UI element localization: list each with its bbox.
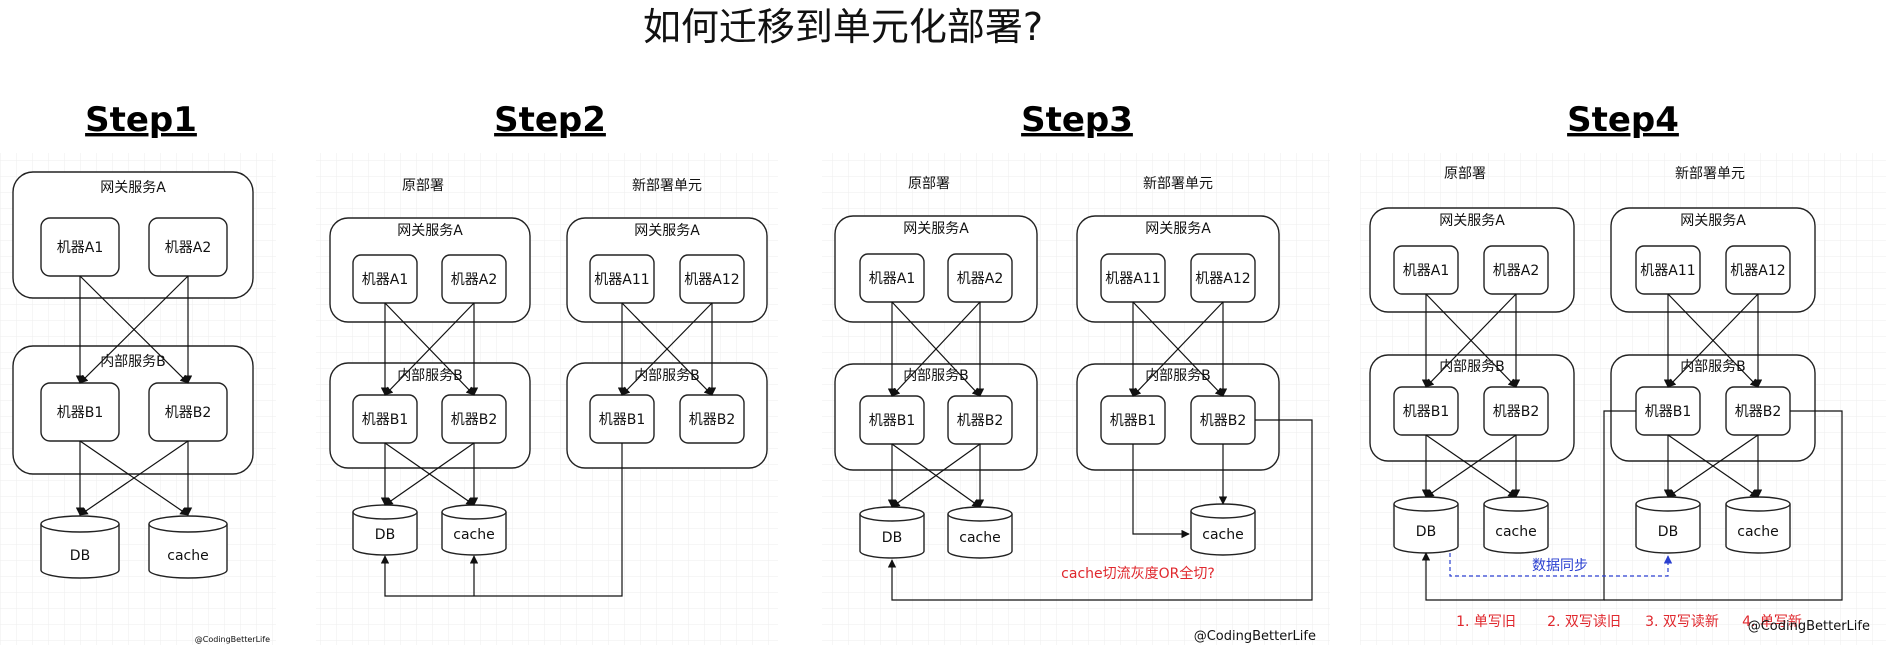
step1-b1-label: 机器B1 — [57, 405, 104, 421]
step2-orig-header: 原部署 — [402, 178, 444, 194]
step3-b1-label: 机器B1 — [869, 413, 916, 429]
step3-db-cylinder — [859, 506, 925, 559]
page-title: 如何迁移到单元化部署? — [643, 5, 1043, 49]
step3-a1-label: 机器A1 — [869, 271, 915, 287]
step4-a11-label: 机器A11 — [1640, 263, 1695, 279]
step3-panel: 原部署 新部署单元 网关服务A 机器A1 机器A2 内部服务B 机器B1 机器B… — [834, 176, 1316, 644]
step1-panel: 网关服务A 机器A1 机器A2 内部服务B 机器B1 机器B2 DB cache… — [12, 171, 270, 644]
step4-new-cache-label: cache — [1737, 524, 1778, 540]
step4-new-header: 新部署单元 — [1675, 166, 1745, 182]
step4-db-cylinder — [1393, 496, 1459, 554]
step3-cache-note: cache切流灰度OR全切? — [1061, 565, 1215, 582]
step3-b2-label: 机器B2 — [957, 413, 1004, 429]
step3-cache-label: cache — [959, 530, 1000, 546]
step3-new-internal-label: 内部服务B — [1145, 368, 1211, 384]
step1-heading: Step1 — [85, 100, 197, 140]
step1-a2-label: 机器A2 — [165, 240, 211, 256]
step2-b1-label: 机器B1 — [362, 412, 409, 428]
step3-orig-gateway-label: 网关服务A — [903, 221, 969, 237]
step3-new-gateway-label: 网关服务A — [1145, 221, 1211, 237]
step2-heading: Step2 — [494, 100, 606, 140]
step1-a1-label: 机器A1 — [57, 240, 103, 256]
step3-orig-header: 原部署 — [908, 176, 950, 192]
step3-new-b2-label: 机器B2 — [1200, 413, 1247, 429]
step4-panel: 原部署 新部署单元 网关服务A 机器A1 机器A2 内部服务B 机器B1 机器B… — [1369, 166, 1870, 634]
step2-new-gateway-label: 网关服务A — [634, 223, 700, 239]
step2-new-header: 新部署单元 — [632, 178, 702, 194]
step4-phase-2: 2. 双写读旧 — [1547, 613, 1621, 630]
step4-db-label: DB — [1416, 524, 1436, 540]
step4-heading: Step4 — [1567, 100, 1679, 140]
step4-new-internal-label: 内部服务B — [1680, 359, 1746, 375]
step4-new-gateway-label: 网关服务A — [1680, 213, 1746, 229]
step2-cache-label: cache — [453, 527, 494, 543]
step2-cache-cylinder — [441, 504, 507, 556]
step3-heading: Step3 — [1021, 100, 1133, 140]
step4-a2-label: 机器A2 — [1493, 263, 1539, 279]
step4-watermark: @CodingBetterLife — [1748, 619, 1870, 634]
step4-new-cache-cylinder — [1725, 496, 1791, 554]
step3-a12-label: 机器A12 — [1195, 271, 1250, 287]
step2-a1-label: 机器A1 — [362, 272, 408, 288]
step4-a1-label: 机器A1 — [1403, 263, 1449, 279]
step4-b2-label: 机器B2 — [1493, 404, 1540, 420]
step2-db-label: DB — [375, 527, 395, 543]
step4-new-db-label: DB — [1658, 524, 1678, 540]
step1-cache-label: cache — [167, 548, 208, 564]
step4-new-b2-label: 机器B2 — [1735, 404, 1782, 420]
step2-new-internal-label: 内部服务B — [634, 368, 700, 384]
step1-gateway-label: 网关服务A — [100, 180, 166, 196]
step1-db-cylinder — [40, 515, 120, 579]
step3-watermark: @CodingBetterLife — [1194, 629, 1316, 644]
step2-new-b2-label: 机器B2 — [689, 412, 736, 428]
step2-new-b1-label: 机器B1 — [599, 412, 646, 428]
step2-panel: 原部署 新部署单元 网关服务A 机器A1 机器A2 内部服务B 机器B1 机器B… — [329, 178, 768, 597]
step4-phase-1: 1. 单写旧 — [1456, 614, 1516, 630]
step2-a11-label: 机器A11 — [594, 272, 649, 288]
step3-new-cache-label: cache — [1202, 527, 1243, 543]
step2-a2-label: 机器A2 — [451, 272, 497, 288]
step3-new-header: 新部署单元 — [1143, 176, 1213, 192]
step4-new-b1-label: 机器B1 — [1645, 404, 1692, 420]
step4-orig-internal-label: 内部服务B — [1439, 359, 1505, 375]
step1-cache-cylinder — [148, 515, 228, 579]
step1-watermark: @CodingBetterLife — [195, 635, 270, 644]
step4-orig-header: 原部署 — [1444, 166, 1486, 182]
step3-cache-cylinder — [947, 506, 1013, 559]
step1-db-label: DB — [70, 548, 90, 564]
step2-orig-gateway-label: 网关服务A — [397, 223, 463, 239]
step4-sync-label: 数据同步 — [1532, 558, 1588, 574]
step3-orig-internal-label: 内部服务B — [903, 368, 969, 384]
step2-b2-label: 机器B2 — [451, 412, 498, 428]
step4-a12-label: 机器A12 — [1730, 263, 1785, 279]
step3-new-b1-label: 机器B1 — [1110, 413, 1157, 429]
step4-new-db-cylinder — [1635, 496, 1701, 554]
step3-a11-label: 机器A11 — [1105, 271, 1160, 287]
step2-db-cylinder — [352, 504, 418, 556]
step1-internal-box — [12, 345, 254, 475]
step4-phase-4: 4. 单写新 — [1742, 614, 1802, 630]
step4-cache-label: cache — [1495, 524, 1536, 540]
step3-db-label: DB — [882, 530, 902, 546]
step4-phase-3: 3. 双写读新 — [1645, 613, 1719, 630]
step3-a2-label: 机器A2 — [957, 271, 1003, 287]
step1-internal-label: 内部服务B — [100, 354, 166, 370]
step4-orig-gateway-label: 网关服务A — [1439, 213, 1505, 229]
step2-orig-internal-label: 内部服务B — [397, 368, 463, 384]
step1-b2-label: 机器B2 — [165, 405, 212, 421]
step4-b1-label: 机器B1 — [1403, 404, 1450, 420]
step2-a12-label: 机器A12 — [684, 272, 739, 288]
